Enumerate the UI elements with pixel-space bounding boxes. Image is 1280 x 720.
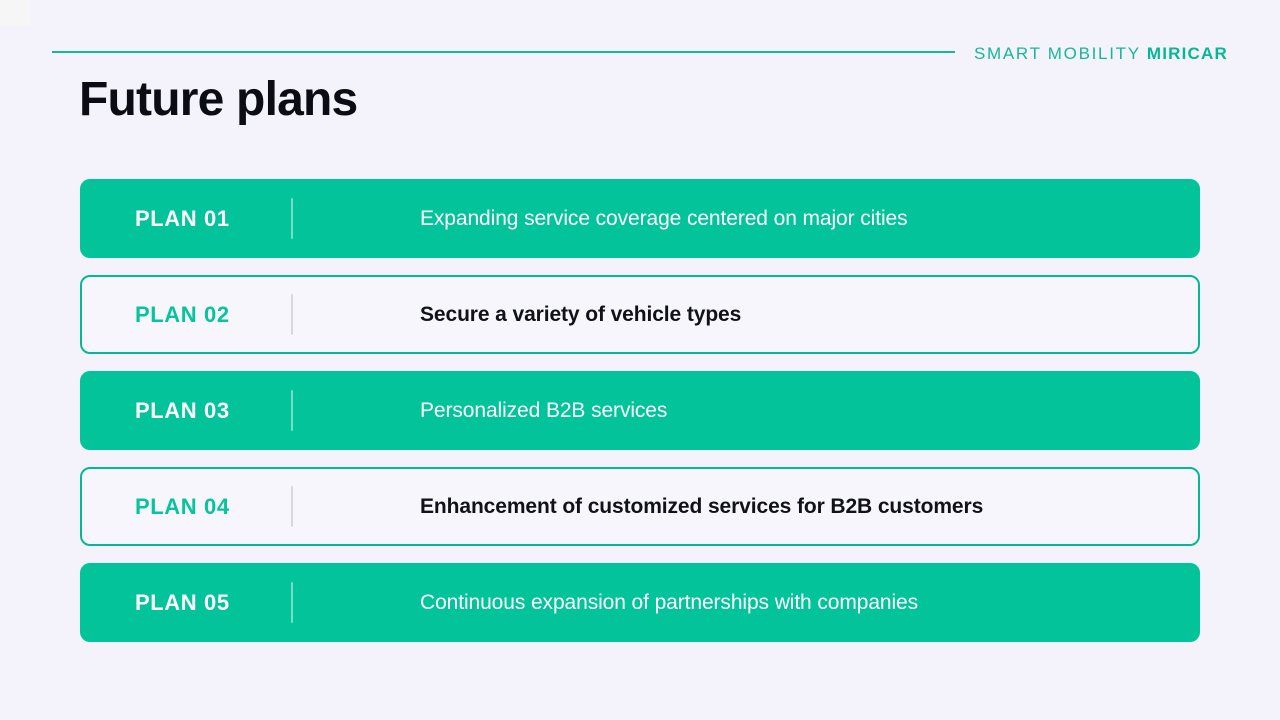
plan-row[interactable]: PLAN 01 Expanding service coverage cente… [80, 179, 1200, 258]
plan-label: PLAN 05 [135, 589, 230, 615]
plan-row[interactable]: PLAN 05 Continuous expansion of partners… [80, 563, 1200, 642]
page-title: Future plans [79, 73, 358, 126]
plan-description: Secure a variety of vehicle types [420, 302, 742, 326]
plan-description: Expanding service coverage centered on m… [420, 206, 908, 230]
plan-row[interactable]: PLAN 02 Secure a variety of vehicle type… [80, 275, 1200, 354]
plan-row[interactable]: PLAN 03 Personalized B2B services [80, 371, 1200, 450]
plan-divider [291, 582, 293, 623]
plan-description: Continuous expansion of partnerships wit… [420, 590, 919, 614]
brand-name-text: MIRICAR [1146, 44, 1228, 63]
header-divider-line [52, 51, 955, 53]
plan-divider [291, 486, 293, 527]
corner-decoration [0, 0, 30, 26]
plan-divider [291, 294, 293, 335]
plan-label: PLAN 04 [135, 493, 230, 519]
plan-description: Personalized B2B services [420, 398, 668, 422]
plan-row[interactable]: PLAN 04 Enhancement of customized servic… [80, 467, 1200, 546]
plan-list: PLAN 01 Expanding service coverage cente… [80, 179, 1200, 642]
brand-logo: SMART MOBILITY MIRICAR [974, 44, 1228, 64]
plan-divider [291, 198, 293, 239]
plan-label: PLAN 01 [135, 205, 230, 231]
brand-prefix-text: SMART MOBILITY [973, 44, 1141, 63]
slide-header: SMART MOBILITY MIRICAR [52, 44, 1228, 68]
plan-label: PLAN 03 [135, 397, 230, 423]
plan-divider [291, 390, 293, 431]
plan-description: Enhancement of customized services for B… [420, 494, 984, 518]
plan-label: PLAN 02 [135, 301, 230, 327]
